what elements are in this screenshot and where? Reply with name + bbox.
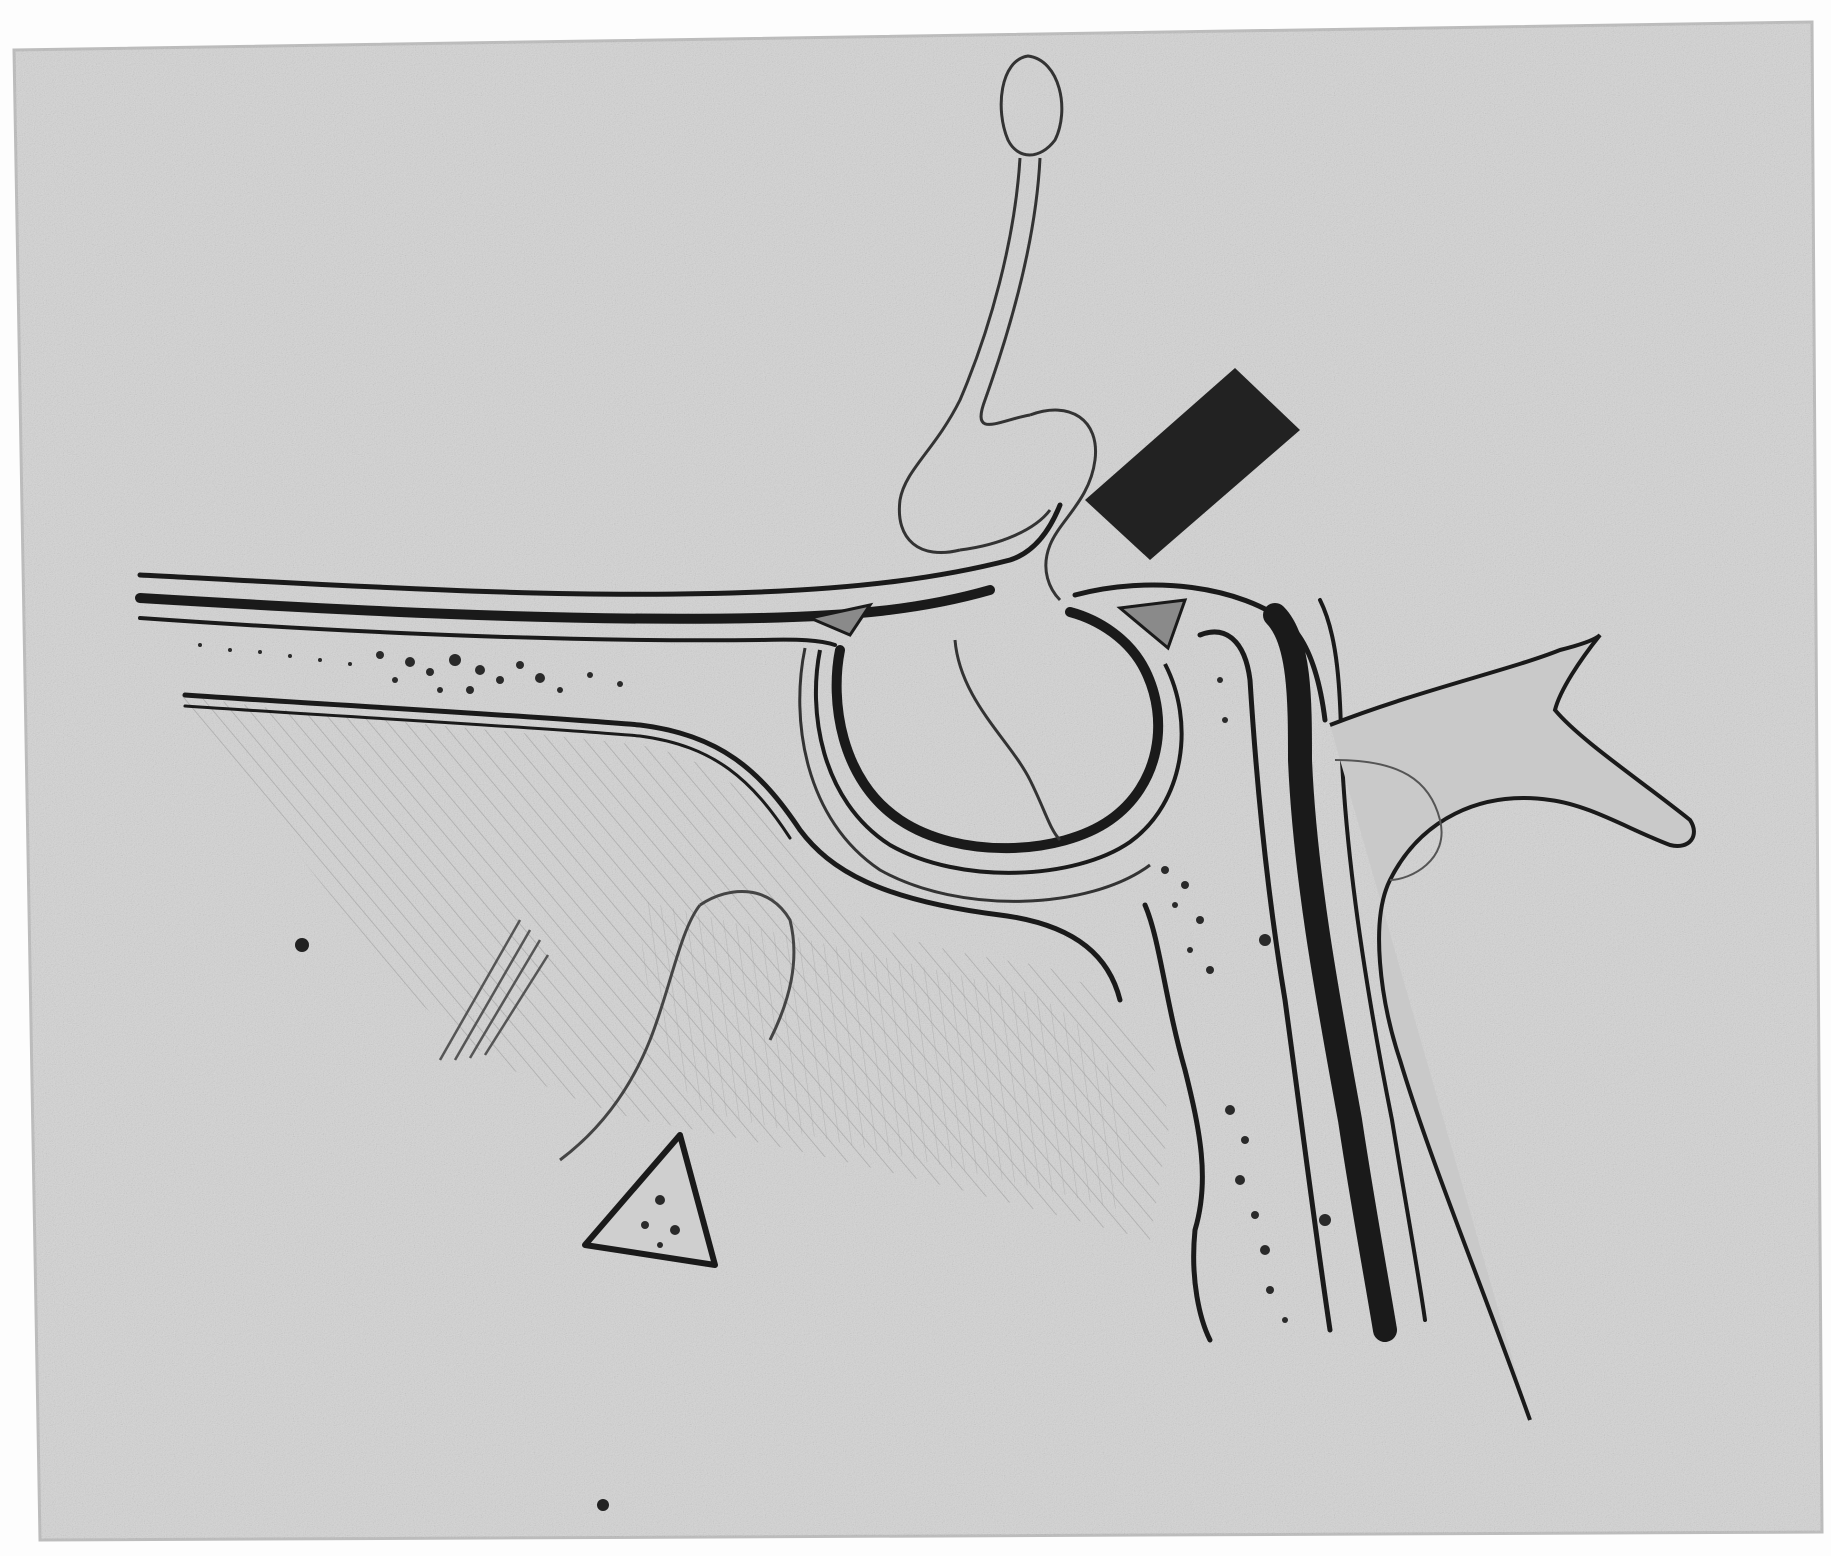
anatomical-sketch — [0, 0, 1831, 1556]
illustration-plate — [0, 0, 1831, 1556]
page — [0, 0, 1831, 1556]
